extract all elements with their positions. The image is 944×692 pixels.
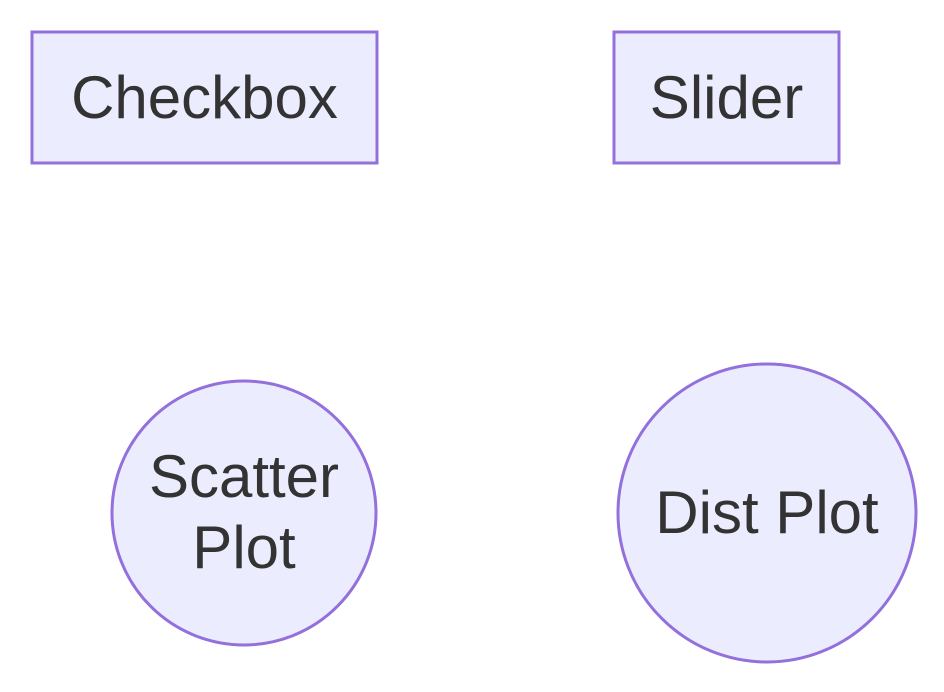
node-scatter-plot[interactable]: Scatter Plot — [110, 379, 378, 647]
node-checkbox[interactable]: Checkbox — [30, 30, 379, 165]
node-dist-plot-label: Dist Plot — [655, 479, 879, 546]
node-dist-plot[interactable]: Dist Plot — [616, 362, 918, 664]
node-dist-plot-shape — [616, 362, 918, 664]
node-scatter-plot-shape — [110, 379, 378, 647]
node-slider-shape — [612, 30, 841, 165]
node-slider[interactable]: Slider — [612, 30, 841, 165]
node-checkbox-shape — [30, 30, 379, 165]
node-scatter-plot-label-line-1: Scatter — [149, 443, 339, 510]
node-checkbox-label: Checkbox — [71, 64, 338, 131]
node-slider-label: Slider — [650, 64, 803, 131]
node-scatter-plot-label-line-2: Plot — [192, 514, 296, 581]
